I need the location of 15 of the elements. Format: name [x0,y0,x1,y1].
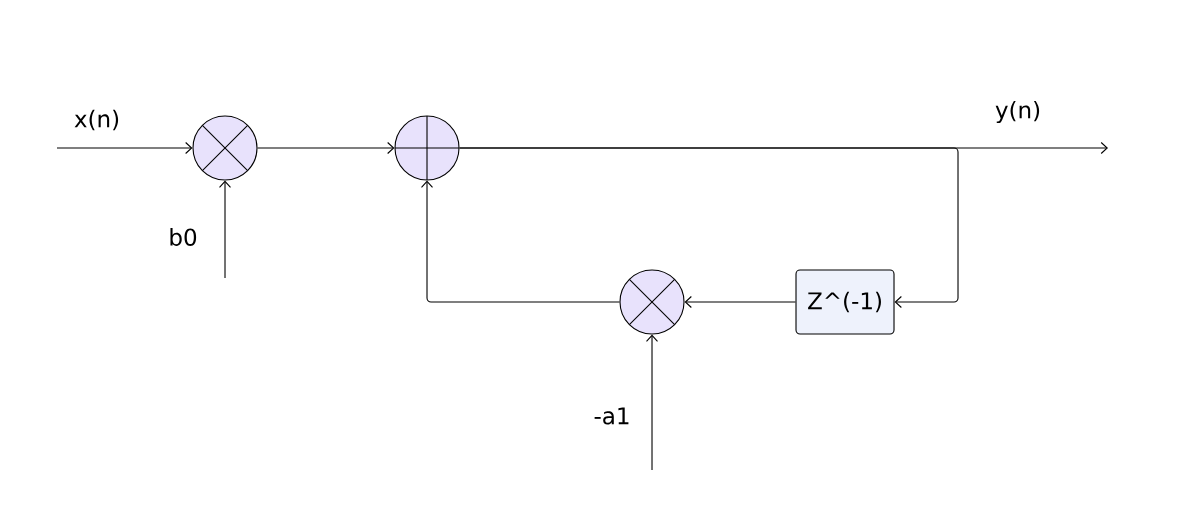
adder-symbol [394,115,460,181]
delay-box: Z^(-1) [795,269,895,335]
arrow [420,180,620,303]
arrow [459,147,959,309]
multiplier-symbol [619,269,685,335]
signal-label: x(n) [74,109,119,131]
arrow [56,141,193,155]
arrow [684,295,796,309]
signal-label: -a1 [594,407,629,425]
signal-label: b0 [170,228,197,246]
signal-label: y(n) [995,100,1040,124]
multiplier-symbol [192,115,258,181]
arrow [218,180,232,279]
arrow [645,334,659,471]
arrow [257,141,395,155]
